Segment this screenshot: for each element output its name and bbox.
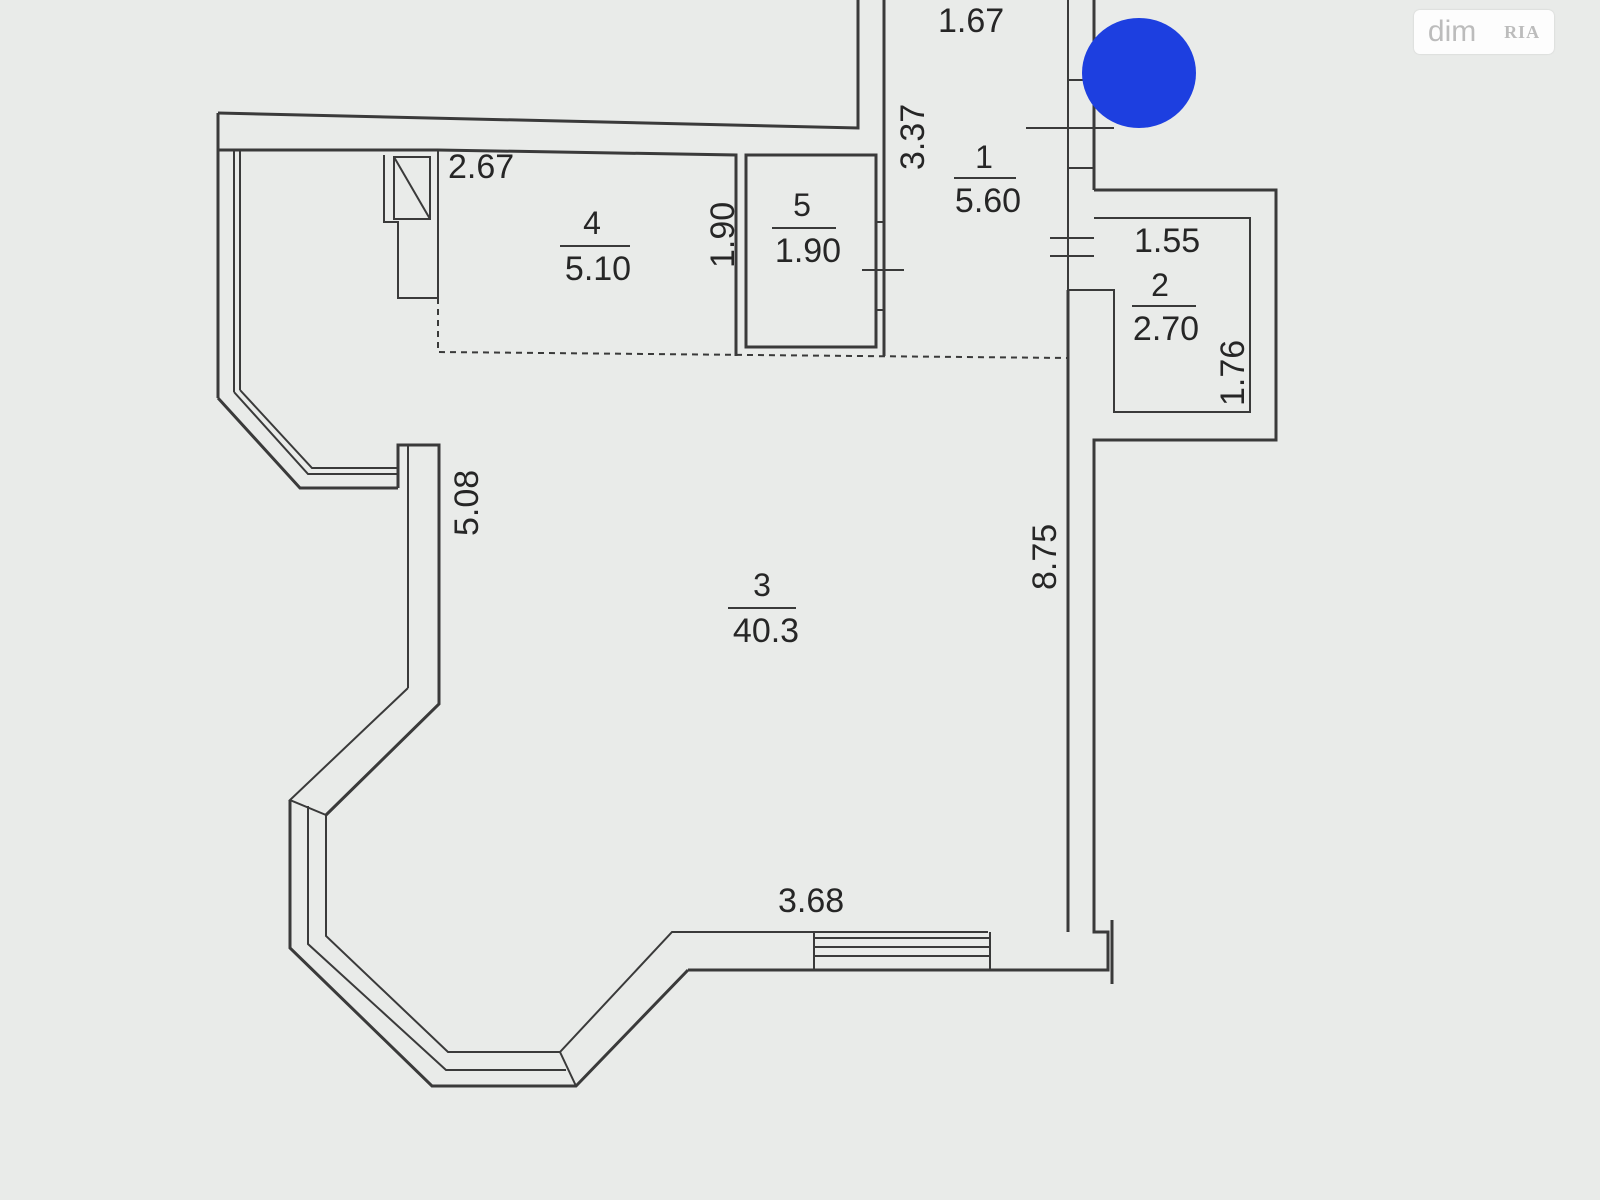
dim-8-75: 8.75 xyxy=(1026,524,1064,590)
watermark-logo-left: dim xyxy=(1427,15,1477,48)
watermark-logo: dim RIA xyxy=(1414,10,1554,54)
dim-1-55: 1.55 xyxy=(1134,222,1200,260)
dim-1-90: 1.90 xyxy=(704,202,742,268)
room-2-area: 2.70 xyxy=(1133,310,1199,348)
wall-lower-bay-inner1 xyxy=(307,806,566,1071)
wall-room2-outer xyxy=(1092,188,1278,456)
room-2-number: 2 xyxy=(1151,267,1169,303)
wall-bay-upper-outer xyxy=(216,396,398,490)
wall-room5 xyxy=(744,153,878,349)
wall-top-band xyxy=(217,0,860,130)
vent-shaft-outline xyxy=(383,155,438,299)
wall-lower-bay-inner2 xyxy=(325,815,988,1053)
vent-shaft-diag xyxy=(393,156,431,220)
wall-room4 xyxy=(437,148,738,356)
wall-bay-upper-inner xyxy=(233,391,398,475)
room-5-area: 1.90 xyxy=(775,232,841,270)
room-1-number: 1 xyxy=(975,139,993,175)
room-5-number: 5 xyxy=(793,187,811,223)
wall-pilaster xyxy=(324,443,441,817)
watermark-logo-right: RIA xyxy=(1504,21,1541,42)
room-4-area: 5.10 xyxy=(565,250,631,288)
wall-bottom xyxy=(688,456,1110,972)
dim-3-68: 3.68 xyxy=(778,882,844,920)
wall-lower-bay-joint xyxy=(559,1051,577,1087)
room-4-number: 4 xyxy=(583,205,601,241)
dim-2-67: 2.67 xyxy=(448,148,514,186)
dim-1-76: 1.76 xyxy=(1214,340,1252,406)
room-3-number: 3 xyxy=(753,567,771,603)
vent-shaft xyxy=(393,156,431,220)
room-1-area: 5.60 xyxy=(955,182,1021,220)
wall-lower-bay-outer xyxy=(288,800,690,1088)
blue-redaction-dot xyxy=(1082,18,1196,128)
dim-1-67: 1.67 xyxy=(938,2,1004,40)
dim-3-37: 3.37 xyxy=(894,104,932,170)
dim-5-08: 5.08 xyxy=(448,470,486,536)
wall-bay-upper-inner2 xyxy=(239,389,398,469)
zone-boundary-dashed xyxy=(437,298,1069,359)
wall-room2-inner xyxy=(1068,217,1251,413)
room-3-area: 40.3 xyxy=(733,612,799,650)
